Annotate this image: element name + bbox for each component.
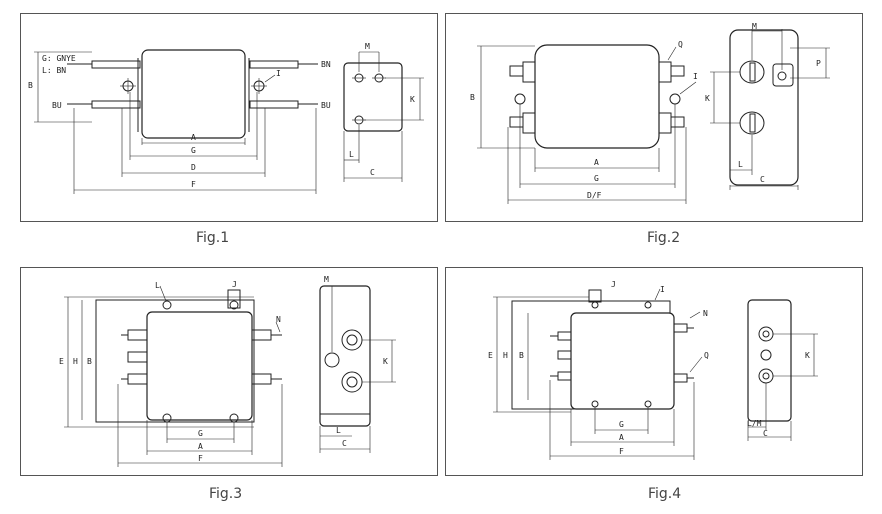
fig3-dim-e: E <box>59 357 64 366</box>
fig3-dim-m: M <box>324 275 329 284</box>
fig4-dim-e: E <box>488 351 493 360</box>
fig3-filter-body <box>146 311 253 421</box>
fig4-side-view <box>747 299 792 422</box>
fig3-dim-l: L <box>336 426 341 435</box>
fig2-dim-i: I <box>693 72 698 81</box>
fig4-dim-c: C <box>763 429 768 438</box>
fig1-dim-g: G <box>191 146 196 155</box>
fig3-dim-l-top: L <box>155 281 160 290</box>
fig2-dim-l: L <box>738 160 743 169</box>
fig1-dim-k: K <box>410 95 415 104</box>
fig1-label-bn: BN <box>321 60 331 69</box>
fig3-dim-h: H <box>73 357 78 366</box>
fig2-filter-body <box>534 44 660 149</box>
fig4-dim-n: N <box>703 309 708 318</box>
fig1-dim-i: I <box>276 69 281 78</box>
fig3-dim-a: A <box>198 442 203 451</box>
fig2-dim-g: G <box>594 174 599 183</box>
fig1-dim-m: M <box>365 42 370 51</box>
fig2-side-view <box>729 29 799 186</box>
fig3-dim-k: K <box>383 357 388 366</box>
fig3-dim-c: C <box>342 439 347 448</box>
fig2-dim-c: C <box>760 175 765 184</box>
fig4-dim-lm: L/M <box>747 419 762 428</box>
fig1-dim-a: A <box>191 133 196 142</box>
fig1-dim-d: D <box>191 163 196 172</box>
fig1-filter-body <box>141 49 246 139</box>
fig2-dim-k: K <box>705 94 710 103</box>
fig4-dim-g: G <box>619 420 624 429</box>
fig3-dim-g: G <box>198 429 203 438</box>
fig4-dim-f: F <box>619 447 624 456</box>
fig4-dim-k: K <box>805 351 810 360</box>
fig4-filter-body <box>570 312 675 410</box>
fig2-dim-b: B <box>470 93 475 102</box>
fig2-dim-q: Q <box>678 40 683 49</box>
fig1-label-bu-left: BU <box>52 101 62 110</box>
fig3-dim-n: N <box>276 315 281 324</box>
fig2-caption: Fig.2 <box>647 230 681 246</box>
fig1-dim-c: C <box>370 168 375 177</box>
fig3-caption: Fig.3 <box>209 486 243 502</box>
fig3-dim-j: J <box>232 280 237 289</box>
fig1-dim-f: F <box>191 180 196 189</box>
fig4-dim-i: I <box>660 285 665 294</box>
fig4-dim-j: J <box>611 280 616 289</box>
fig3-dim-f: F <box>198 454 203 463</box>
fig1-dim-l: L <box>349 150 354 159</box>
fig1-caption: Fig.1 <box>196 230 230 246</box>
fig1-dim-b: B <box>28 81 33 90</box>
fig2-dim-a: A <box>594 158 599 167</box>
fig4-dim-q: Q <box>704 351 709 360</box>
fig2-dim-df: D/F <box>587 191 602 200</box>
fig4-dim-h: H <box>503 351 508 360</box>
fig3-side-view <box>319 285 371 427</box>
fig1-label-bu-right: BU <box>321 101 331 110</box>
fig1-label-g: G: GNYE <box>42 54 76 63</box>
fig2-dim-m: M <box>752 22 757 31</box>
fig4-dim-a: A <box>619 433 624 442</box>
fig3-dim-b: B <box>87 357 92 366</box>
fig1-label-l: L: BN <box>42 66 66 75</box>
fig4-dim-b: B <box>519 351 524 360</box>
fig4-caption: Fig.4 <box>648 486 682 502</box>
fig1-side-view <box>343 62 403 132</box>
fig2-dim-p: P <box>816 59 821 68</box>
